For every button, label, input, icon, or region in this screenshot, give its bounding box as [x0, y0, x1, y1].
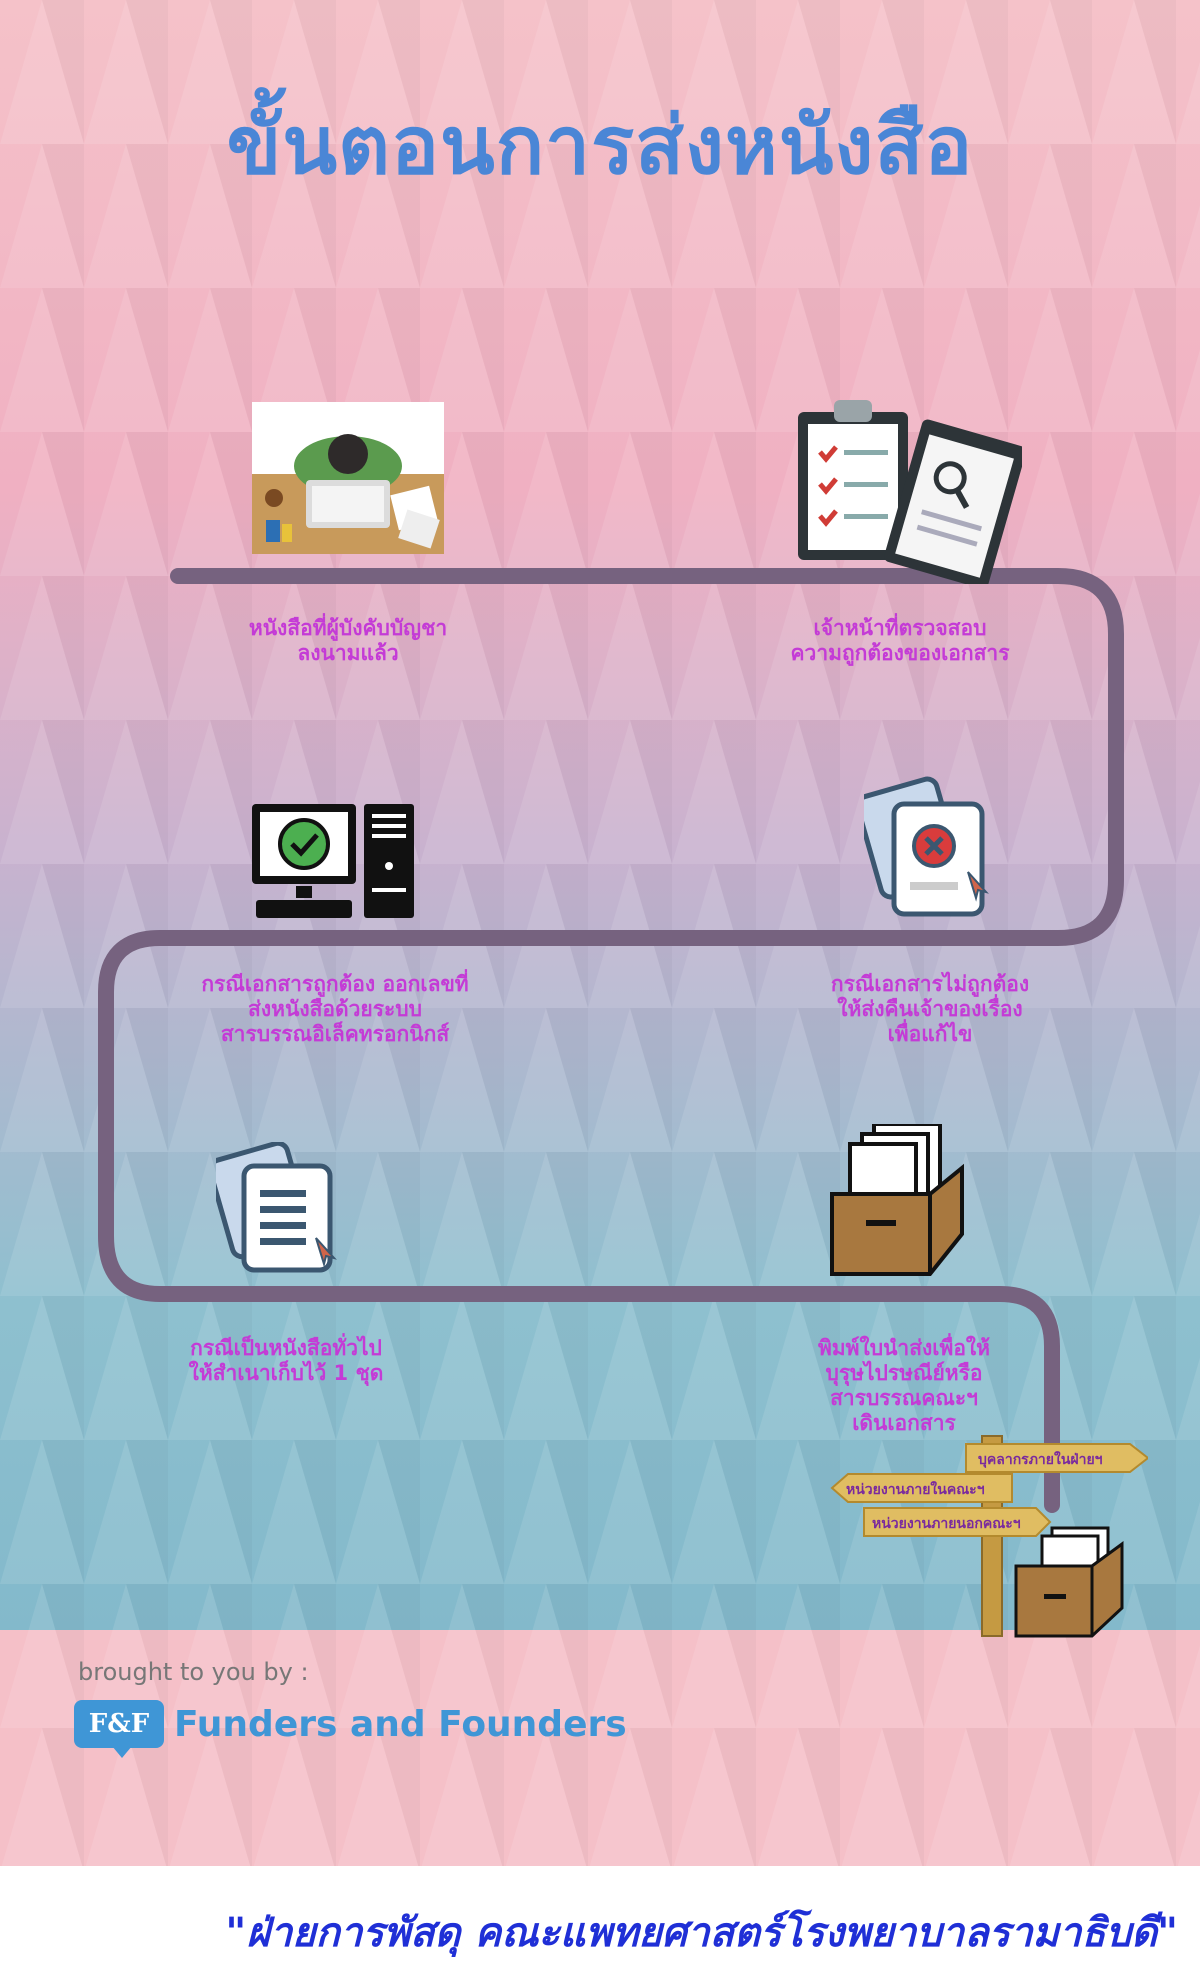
step-4-caption: กรณีเอกสารไม่ถูกต้อง ให้ส่งคืนเจ้าของเรื… — [830, 972, 1030, 1046]
step-6-caption: พิมพ์ใบนำส่งเพื่อให้ บุรุษไปรษณีย์หรือ ส… — [817, 1336, 991, 1435]
clipboard-checklist-icon — [798, 400, 1022, 584]
step-3-caption: กรณีเอกสารถูกต้อง ออกเลขที่ ส่งหนังสือด้… — [201, 972, 469, 1046]
desk-workspace-icon — [252, 402, 444, 554]
step-5-caption: กรณีเป็นหนังสือทั่วไป ให้สำเนาเก็บไว้ 1 … — [188, 1336, 384, 1385]
logo-badge: F&F — [74, 1700, 164, 1758]
sign-external-label: หน่วยงานภายนอกคณะฯ — [872, 1516, 1021, 1532]
computer-check-icon — [252, 804, 414, 918]
rejected-document-icon — [864, 776, 989, 917]
document-copy-icon — [216, 1142, 337, 1273]
process-path — [98, 568, 1124, 1513]
step-2-caption: เจ้าหน้าที่ตรวจสอบ ความถูกต้องของเอกสาร — [790, 616, 1010, 665]
page-title: ขั้นตอนการส่งหนังสือ — [226, 99, 974, 192]
logo-name: Funders and Founders — [174, 1703, 627, 1745]
credit-text: brought to you by : — [78, 1658, 309, 1686]
sign-internal-label: หน่วยงานภายในคณะฯ — [846, 1480, 985, 1498]
footer-band — [0, 1866, 1200, 1986]
document-box-icon — [830, 1124, 964, 1276]
funders-logo: F&F Funders and Founders — [74, 1700, 627, 1758]
footer-organization: "ฝ่ายการพัสดุ คณะแพทยศาสตร์โรงพยาบาลรามา… — [225, 1910, 1178, 1956]
sign-staff-label: บุคลากรภายในฝ่ายฯ — [978, 1450, 1103, 1468]
step-1-caption: หนังสือที่ผู้บังคับบัญชา ลงนามแล้ว — [248, 616, 448, 665]
signpost-icon: บุคลากรภายในฝ่ายฯ หน่วยงานภายในคณะฯ หน่ว… — [830, 1435, 1148, 1638]
